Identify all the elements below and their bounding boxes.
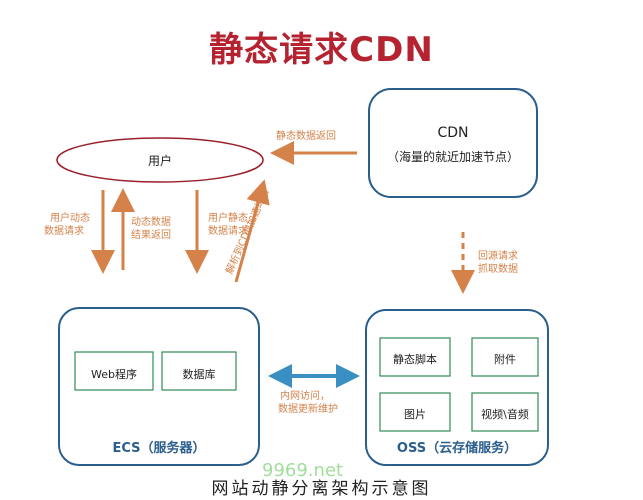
ecs-node (58, 307, 260, 466)
dynamic-return-label-1: 动态数据 (131, 217, 171, 228)
intranet-label-2: 数据更新维护 (278, 404, 338, 415)
web-app-label: Web程序 (91, 368, 137, 381)
static-script-label: 静态脚本 (393, 353, 437, 366)
user-static-request-label-2: 数据请求 (208, 226, 248, 237)
user-dynamic-request-label-1: 用户动态 (50, 213, 90, 224)
cdn-node (368, 88, 538, 198)
web-app-box (74, 351, 154, 391)
resolve-cdn-arrow (234, 179, 270, 283)
cdn-to-user-label: 静态数据返回 (276, 131, 336, 142)
database-label: 数据库 (182, 368, 216, 381)
oss-node (365, 309, 549, 466)
user-static-request-label-1: 用户静态 (208, 213, 248, 224)
attachment-box (471, 337, 539, 377)
user-label: 用户 (147, 154, 172, 168)
image-label: 图片 (404, 408, 426, 421)
video-audio-box (471, 392, 539, 432)
watermark: 9969.net (262, 460, 344, 481)
origin-fetch-label-1: 回源请求 (478, 251, 518, 262)
user-dynamic-request-label-2: 数据请求 (44, 226, 84, 237)
video-audio-label: 视频\音频 (481, 408, 529, 421)
oss-label: OSS（云存储服务） (396, 441, 518, 456)
intranet-label-1: 内网访问， (280, 391, 330, 402)
cdn-sublabel: （海量的就近加速节点） (386, 150, 519, 164)
static-script-box (379, 337, 451, 377)
database-box (161, 351, 237, 391)
diagram-title: 静态请求CDN (209, 30, 434, 70)
diagram-caption: 网站动静分离架构示意图 (211, 479, 432, 499)
dynamic-return-label-2: 结果返回 (131, 230, 171, 241)
ecs-label: ECS（服务器） (112, 441, 206, 456)
origin-fetch-label-2: 抓取数据 (478, 264, 518, 275)
attachment-label: 附件 (494, 353, 516, 366)
image-box (379, 392, 451, 432)
cdn-label: CDN (437, 125, 469, 141)
user-node (56, 137, 264, 183)
